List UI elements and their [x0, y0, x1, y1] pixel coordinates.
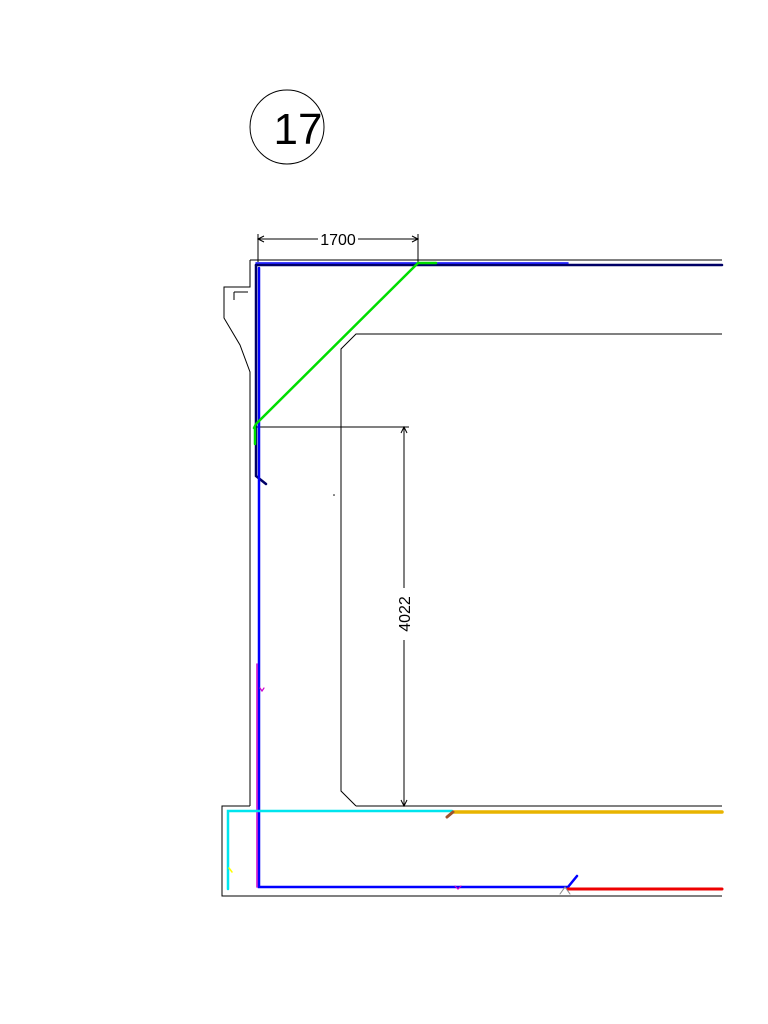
dimension-4022-arrow-bottom	[400, 799, 408, 808]
point-mark	[333, 494, 335, 496]
reinforcement	[226, 261, 724, 895]
dimension-1700	[256, 234, 420, 262]
detail-label: 17	[274, 105, 323, 154]
inner-opening-outline	[340, 333, 722, 807]
bottom-slab-bar-cyan	[226, 809, 454, 891]
dimension-1700-arrow-right	[411, 235, 420, 243]
detail-callout: 17	[249, 89, 325, 165]
corbel-outline	[223, 260, 251, 806]
yellow-mark	[228, 867, 233, 873]
dimension-4022-arrow-top	[400, 425, 408, 434]
brown-hook	[445, 810, 455, 819]
dimension-1700-text: 1700	[320, 232, 356, 249]
dimension-1700-arrow-left	[256, 235, 265, 243]
haunch-bar-green	[252, 261, 438, 430]
wall-outer-bar-navy	[254, 263, 268, 486]
magenta-mark-bottom	[454, 885, 462, 890]
detail-callout-circle	[249, 89, 325, 165]
dimension-4022	[256, 425, 409, 808]
bottom-slab-outline	[221, 805, 722, 897]
wall-outer-bar-blue	[257, 266, 579, 889]
dimension-4022-text: 4022	[397, 596, 414, 632]
magenta-mark-wall	[259, 687, 265, 693]
concrete-outline	[221, 259, 722, 897]
chair-mark	[559, 886, 571, 895]
